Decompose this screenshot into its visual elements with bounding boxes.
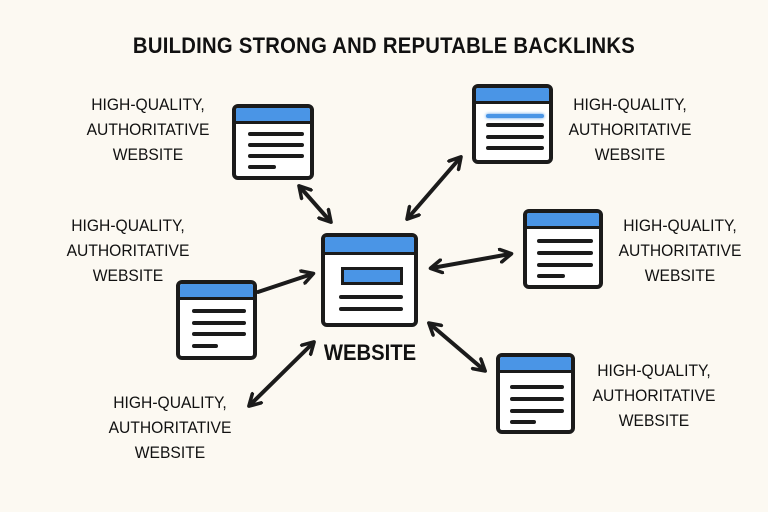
window-title-bar xyxy=(180,284,253,300)
arrow-bottom-left xyxy=(250,343,313,405)
text-line-icon xyxy=(510,409,564,413)
center-website-label: WEBSITE xyxy=(323,340,417,365)
window-middle-left xyxy=(176,280,257,360)
window-title-bar xyxy=(527,213,599,229)
label-line: WEBSITE xyxy=(644,266,716,285)
text-line-icon xyxy=(537,263,593,267)
arrow-bottom-right xyxy=(430,324,484,370)
text-line-icon xyxy=(248,132,304,136)
label-line: HIGH-QUALITY, xyxy=(113,393,227,412)
label-line: HIGH-QUALITY, xyxy=(573,95,687,114)
label-bottom-left: HIGH-QUALITY, AUTHORITATIVE WEBSITE xyxy=(106,390,235,465)
label-line: HIGH-QUALITY, xyxy=(623,216,737,235)
text-line-icon xyxy=(248,143,304,147)
diagram-title: BUILDING STRONG AND REPUTABLE BACKLINKS xyxy=(132,33,636,58)
text-line-icon xyxy=(248,165,276,169)
window-top-right xyxy=(472,84,553,164)
label-line: AUTHORITATIVE xyxy=(86,120,210,139)
window-title-bar xyxy=(500,357,571,373)
label-line: HIGH-QUALITY, xyxy=(597,361,711,380)
text-line-icon xyxy=(192,332,246,336)
text-line-icon xyxy=(192,321,246,325)
window-top-left xyxy=(232,104,314,180)
text-line-icon xyxy=(510,420,536,424)
text-line-icon xyxy=(486,135,544,139)
label-top-left: HIGH-QUALITY, AUTHORITATIVE WEBSITE xyxy=(84,92,213,167)
text-line-icon xyxy=(510,397,564,401)
window-title-bar xyxy=(236,108,310,124)
text-line-icon xyxy=(537,274,565,278)
arrow-top-right xyxy=(408,158,460,218)
text-line-icon xyxy=(339,307,403,311)
text-line-icon xyxy=(486,123,544,127)
arrow-middle-left xyxy=(256,274,312,294)
label-line: HIGH-QUALITY, xyxy=(91,95,205,114)
window-middle-right xyxy=(523,209,603,289)
label-line: AUTHORITATIVE xyxy=(66,241,190,260)
label-bottom-right: HIGH-QUALITY, AUTHORITATIVE WEBSITE xyxy=(590,358,719,433)
label-line: AUTHORITATIVE xyxy=(108,418,232,437)
text-line-icon xyxy=(486,146,544,150)
center-website-window xyxy=(321,233,418,327)
text-line-icon xyxy=(537,239,593,243)
label-line: AUTHORITATIVE xyxy=(592,386,716,405)
label-top-right: HIGH-QUALITY, AUTHORITATIVE WEBSITE xyxy=(566,92,695,167)
text-line-icon xyxy=(537,251,593,255)
label-line: WEBSITE xyxy=(112,145,184,164)
label-middle-right: HIGH-QUALITY, AUTHORITATIVE WEBSITE xyxy=(616,213,745,288)
window-title-bar xyxy=(476,88,549,104)
window-bottom-right xyxy=(496,353,575,434)
text-line-icon xyxy=(339,295,403,299)
arrow-middle-right xyxy=(432,254,510,268)
text-line-icon xyxy=(510,385,564,389)
window-title-bar xyxy=(325,237,414,255)
label-middle-left: HIGH-QUALITY, AUTHORITATIVE WEBSITE xyxy=(64,213,193,288)
text-line-icon xyxy=(192,309,246,313)
label-line: AUTHORITATIVE xyxy=(618,241,742,260)
highlight-block xyxy=(341,267,403,285)
text-line-icon xyxy=(248,154,304,158)
label-line: HIGH-QUALITY, xyxy=(71,216,185,235)
label-line: AUTHORITATIVE xyxy=(568,120,692,139)
arrow-top-left xyxy=(300,187,330,221)
label-line: WEBSITE xyxy=(92,266,164,285)
label-line: WEBSITE xyxy=(618,411,690,430)
text-line-icon xyxy=(192,344,218,348)
label-line: WEBSITE xyxy=(134,443,206,462)
text-line-icon xyxy=(486,114,544,118)
label-line: WEBSITE xyxy=(594,145,666,164)
